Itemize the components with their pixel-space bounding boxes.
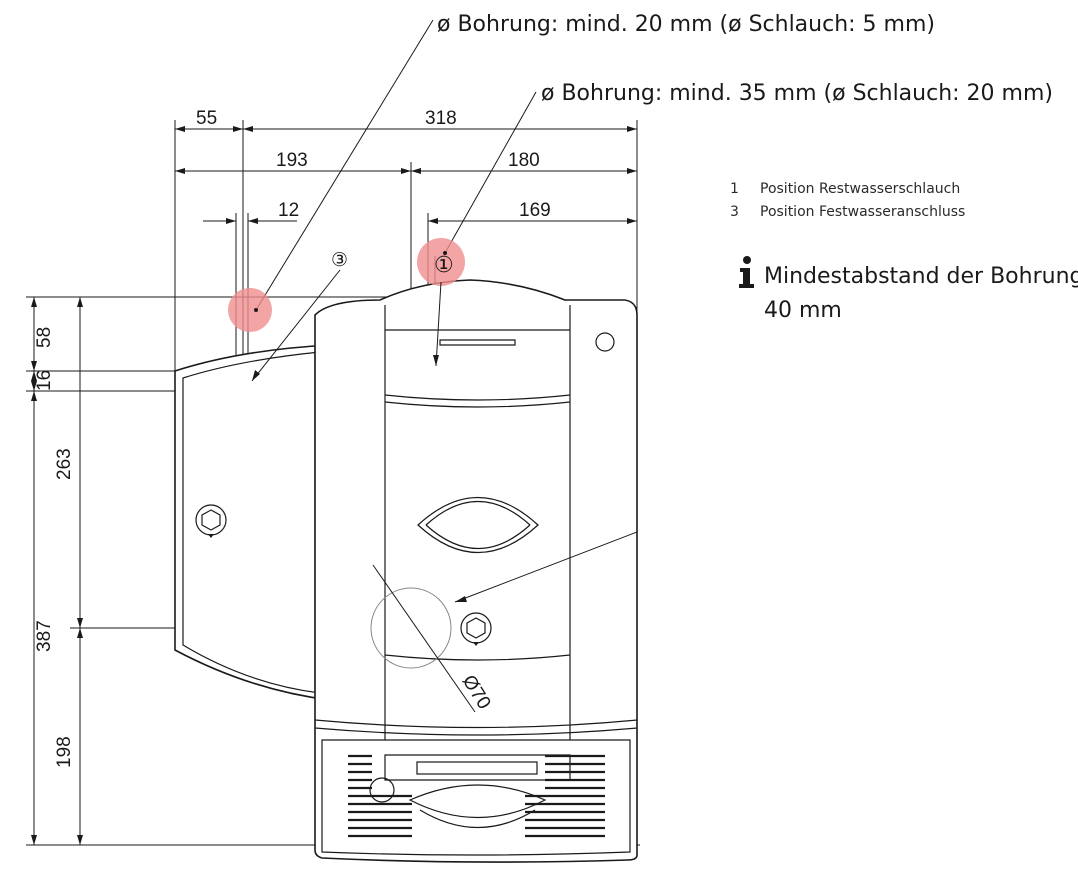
grill-knob	[369, 777, 395, 803]
marker-3: ③	[331, 249, 348, 271]
leader-line-small-hole	[255, 19, 434, 311]
legend-number-3: 3	[730, 204, 739, 220]
dimension-169: 169	[428, 200, 637, 224]
legend-text-3: Position Festwasseranschluss	[760, 204, 965, 220]
highlight-hole-3	[228, 288, 272, 332]
dim-318-label: 318	[425, 108, 457, 129]
dimension-180: 180	[411, 150, 637, 174]
dim-12-label: 12	[278, 200, 299, 221]
dim-58-label: 58	[34, 327, 55, 348]
note-hole-large: ø Bohrung: mind. 35 mm (ø Schlauch: 20 m…	[541, 81, 1053, 106]
mounting-hole	[595, 332, 615, 352]
dim-387-label: 387	[34, 620, 55, 652]
marker-1: ①	[434, 253, 454, 278]
main-screw-icon	[460, 612, 492, 646]
dimension-387: 387	[34, 297, 83, 652]
leader-line-large-hole	[444, 91, 537, 254]
dim-169-label: 169	[519, 200, 551, 221]
dimension-55: 55	[175, 108, 243, 132]
note-hole-small: ø Bohrung: mind. 20 mm (ø Schlauch: 5 mm…	[437, 12, 935, 37]
info-line-1: Mindestabstand der Bohrungen:	[764, 264, 1078, 289]
bottom-grill	[321, 739, 631, 856]
info-line-2: 40 mm	[764, 298, 842, 323]
info-note: Mindestabstand der Bohrungen: 40 mm	[739, 256, 1078, 323]
legend: 1 Position Restwasserschlauch 3 Position…	[730, 181, 965, 220]
dim-198-label: 198	[54, 736, 75, 768]
dim-180-label: 180	[508, 150, 540, 171]
leader-dot-large	[443, 251, 447, 255]
highlight-hole-1	[417, 238, 465, 286]
dim-16-label: 16	[34, 370, 55, 391]
dimension-263: 263	[31, 391, 75, 845]
leader-dot-small	[254, 308, 258, 312]
side-panel-screw-icon	[195, 504, 227, 538]
info-icon	[739, 256, 754, 288]
dimension-12: 12	[203, 200, 299, 224]
dimension-58: 58	[31, 297, 55, 371]
dim-263-label: 263	[54, 448, 75, 480]
dim-55-label: 55	[196, 108, 217, 129]
legend-number-1: 1	[730, 181, 739, 197]
dimension-198: 198	[54, 628, 83, 845]
dimension-318: 318	[243, 108, 637, 132]
dimension-193: 193	[175, 150, 411, 174]
legend-text-1: Position Restwasserschlauch	[760, 181, 960, 197]
main-housing	[314, 279, 638, 863]
marker-3-leader	[251, 269, 341, 382]
dim-193-label: 193	[276, 150, 308, 171]
side-panel	[174, 344, 331, 701]
marker-1-leader	[435, 281, 442, 367]
